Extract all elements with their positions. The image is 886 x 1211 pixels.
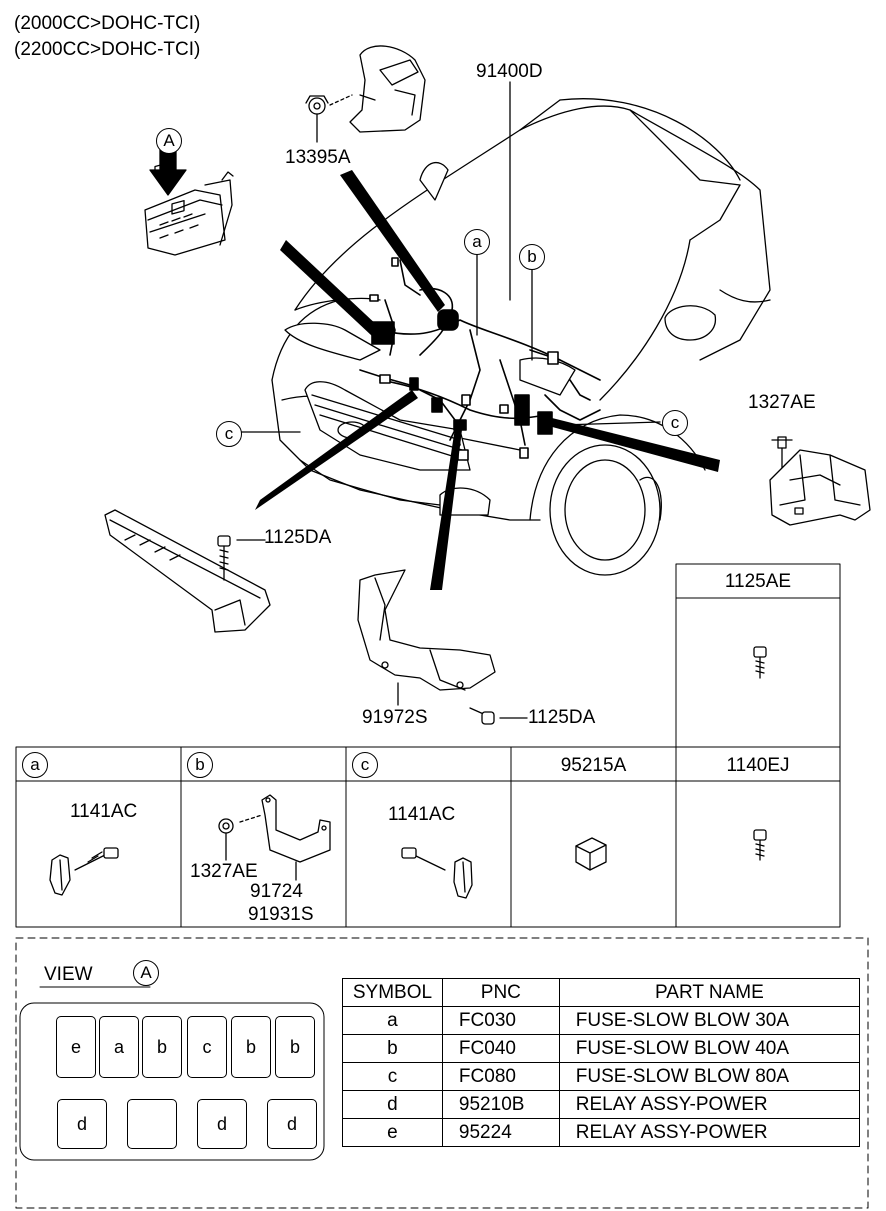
pointer-wedges <box>255 170 720 590</box>
row-pnc: FC080 <box>441 1062 560 1091</box>
view-a-relay-4: d <box>267 1099 317 1149</box>
table-row: a FC030 FUSE-SLOW BLOW 30A <box>342 1006 861 1035</box>
row-part-name: RELAY ASSY-POWER <box>558 1118 861 1147</box>
leader-lines <box>236 81 661 719</box>
bracket-1327ae-drawing <box>769 436 871 526</box>
view-a-slot-6: b <box>275 1016 315 1078</box>
callout-91400d[interactable]: 91400D <box>476 61 543 82</box>
row-part-name: FUSE-SLOW BLOW 40A <box>558 1034 861 1063</box>
view-a-dashed-frame <box>15 937 869 1209</box>
view-a-slot-2: a <box>99 1016 139 1078</box>
relay-95215a-drawing <box>575 837 607 871</box>
callout-1327ae[interactable]: 1327AE <box>748 392 816 413</box>
circle-callout-b[interactable]: b <box>519 244 545 270</box>
row-symbol: b <box>342 1034 443 1063</box>
parts-table-header-row: SYMBOL PNC PART NAME <box>342 978 861 1007</box>
view-a-fuse-box-outline <box>19 1002 325 1161</box>
view-a-slot-5: b <box>231 1016 271 1078</box>
detail-grid-lines <box>15 563 841 928</box>
cell-1140ej-header: 1140EJ <box>726 755 790 776</box>
view-a-relay-3: d <box>197 1099 247 1149</box>
cell-a-drawing <box>49 847 119 896</box>
cell-b-part-91724[interactable]: 91724 <box>250 881 303 902</box>
table-row: b FC040 FUSE-SLOW BLOW 40A <box>342 1034 861 1063</box>
bracket-91972s-drawing <box>357 569 496 725</box>
table-row: e 95224 RELAY ASSY-POWER <box>342 1118 861 1147</box>
col-header-pnc: PNC <box>441 978 560 1007</box>
circle-callout-a[interactable]: a <box>464 229 490 255</box>
cell-b-part-91931s[interactable]: 91931S <box>248 904 314 925</box>
circle-callout-c-left[interactable]: c <box>216 421 242 447</box>
cell-b-part-1327ae[interactable]: 1327AE <box>190 861 258 882</box>
parts-table: SYMBOL PNC PART NAME a FC030 FUSE-SLOW B… <box>342 978 861 1147</box>
row-symbol: d <box>342 1090 443 1119</box>
view-a-slot-3: b <box>142 1016 182 1078</box>
circle-callout-c-right[interactable]: c <box>662 410 688 436</box>
row-pnc: 95210B <box>441 1090 560 1119</box>
callout-1125da-left[interactable]: 1125DA <box>264 527 332 548</box>
screw-1140ej-drawing <box>753 829 767 861</box>
cell-1125ae-header: 1125AE <box>724 571 792 592</box>
cell-b-drawing <box>218 794 331 881</box>
cell-a-part-1141ac[interactable]: 1141AC <box>70 801 138 822</box>
view-a-relay-1: d <box>57 1099 107 1149</box>
row-symbol: e <box>342 1118 443 1147</box>
bracket-1125da-left-drawing <box>104 509 271 633</box>
table-row: c FC080 FUSE-SLOW BLOW 80A <box>342 1062 861 1091</box>
row-symbol: c <box>342 1062 443 1091</box>
row-part-name: FUSE-SLOW BLOW 30A <box>558 1006 861 1035</box>
col-header-symbol: SYMBOL <box>342 978 443 1007</box>
cell-95215a-header: 95215A <box>560 755 627 776</box>
cell-a-header: a <box>22 752 48 778</box>
view-a-title: VIEW <box>44 964 93 985</box>
cell-c-part-1141ac[interactable]: 1141AC <box>388 804 456 825</box>
cell-b-header: b <box>187 752 213 778</box>
screw-1125ae-drawing <box>753 646 767 679</box>
view-a-slot-1: e <box>56 1016 96 1078</box>
bracket-13395a-drawing <box>305 45 426 143</box>
view-a-relay-2 <box>127 1099 177 1149</box>
view-a-slot-4: c <box>187 1016 227 1078</box>
col-header-part-name: PART NAME <box>558 978 861 1007</box>
vehicle-outline-drawing <box>271 98 771 576</box>
view-a-title-marker: A <box>133 960 159 986</box>
row-pnc: FC030 <box>441 1006 560 1035</box>
row-pnc: FC040 <box>441 1034 560 1063</box>
callout-13395a[interactable]: 13395A <box>285 147 351 168</box>
engine-spec-line-1: (2000CC>DOHC-TCI) <box>14 13 201 34</box>
view-a-marker[interactable]: A <box>156 128 182 154</box>
row-pnc: 95224 <box>441 1118 560 1147</box>
callout-91972s[interactable]: 91972S <box>362 707 428 728</box>
table-row: d 95210B RELAY ASSY-POWER <box>342 1090 861 1119</box>
fuse-box-drawing <box>144 149 234 256</box>
row-part-name: RELAY ASSY-POWER <box>558 1090 861 1119</box>
callout-1125da-bottom[interactable]: 1125DA <box>528 707 596 728</box>
cell-c-drawing <box>401 847 473 899</box>
engine-spec-line-2: (2200CC>DOHC-TCI) <box>14 39 201 60</box>
cell-c-header: c <box>352 752 378 778</box>
row-symbol: a <box>342 1006 443 1035</box>
row-part-name: FUSE-SLOW BLOW 80A <box>558 1062 861 1091</box>
